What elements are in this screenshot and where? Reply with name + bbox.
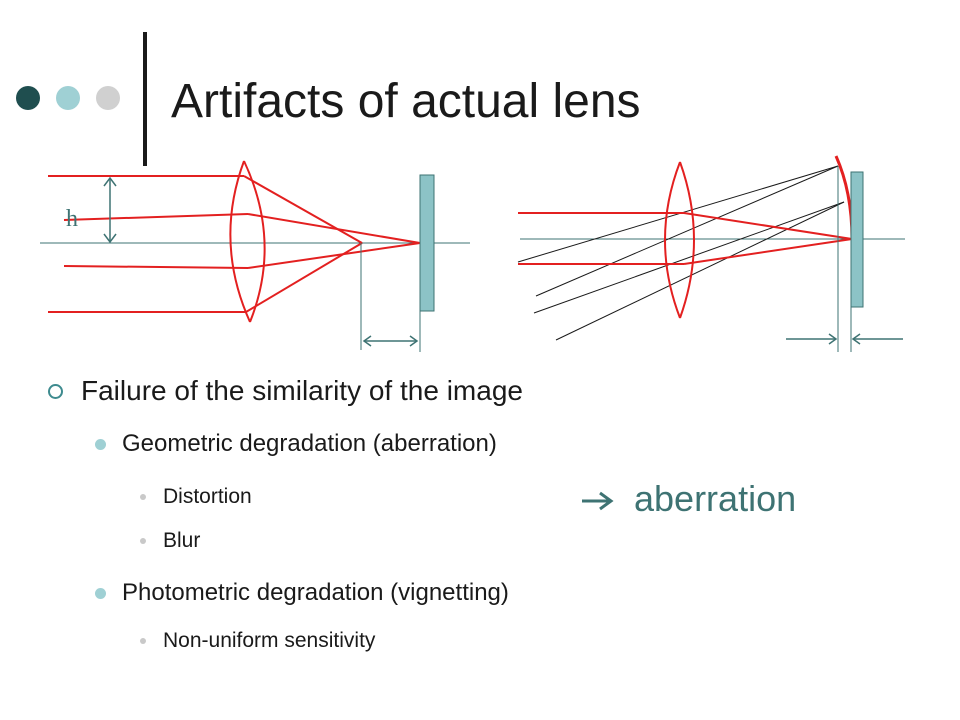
dot-bullet-icon: [95, 439, 106, 450]
aberration-callout: aberration: [580, 476, 796, 522]
bullet-text: Geometric degradation (aberration): [122, 430, 497, 457]
sensor-right: [850, 171, 864, 308]
lens-aberration-diagram: h: [40, 155, 905, 352]
bullet-text: Distortion: [163, 485, 252, 508]
left-lens-diagram: h: [40, 160, 470, 352]
ray-3-refracted: [247, 242, 421, 269]
dark-dot-icon: [16, 86, 40, 110]
light-dot-icon: [56, 86, 80, 110]
bullet-text: Failure of the similarity of the image: [81, 375, 523, 406]
small-dot-bullet-icon: [140, 638, 146, 644]
ray-2: [63, 213, 249, 221]
callout-text: aberration: [634, 478, 797, 519]
h-arrow-down-icon: [103, 233, 117, 244]
red-ray-top-refracted: [683, 212, 853, 240]
right-arrow-icon: [582, 492, 614, 511]
ray-2-refracted: [247, 213, 421, 244]
h-label: h: [66, 206, 78, 232]
field-arrow-right-icon: [828, 333, 838, 345]
h-arrow-up-icon: [103, 176, 117, 187]
title-divider: [143, 32, 147, 166]
focus-arrow-right-icon: [409, 335, 419, 347]
ray-3: [63, 265, 249, 269]
right-lens-diagram: [517, 155, 905, 352]
ring-bullet-icon: [48, 384, 63, 399]
small-dot-bullet-icon: [140, 538, 146, 544]
red-ray-bottom-refracted: [683, 238, 853, 265]
small-dot-bullet-icon: [140, 494, 146, 500]
gray-dot-icon: [96, 86, 120, 110]
bullet-text: Non-uniform sensitivity: [163, 629, 376, 652]
decorative-dots: [16, 86, 126, 112]
lens-left-surface: [229, 160, 251, 323]
slide-title: Artifacts of actual lens: [171, 75, 641, 128]
lens2-left-surface: [664, 161, 681, 319]
bullet-text: Blur: [163, 529, 201, 552]
oblique-ray-3: [533, 201, 845, 314]
field-arrow-left-icon: [851, 333, 861, 345]
ray-1-refracted: [243, 175, 363, 244]
bullet-text: Photometric degradation (vignetting): [122, 579, 509, 606]
lens2-right-surface: [679, 161, 695, 319]
oblique-ray-4: [555, 201, 845, 341]
oblique-ray-2: [535, 165, 839, 297]
dot-bullet-icon: [95, 588, 106, 599]
focus-arrow-left-icon: [362, 335, 372, 347]
sensor-left: [419, 174, 435, 312]
